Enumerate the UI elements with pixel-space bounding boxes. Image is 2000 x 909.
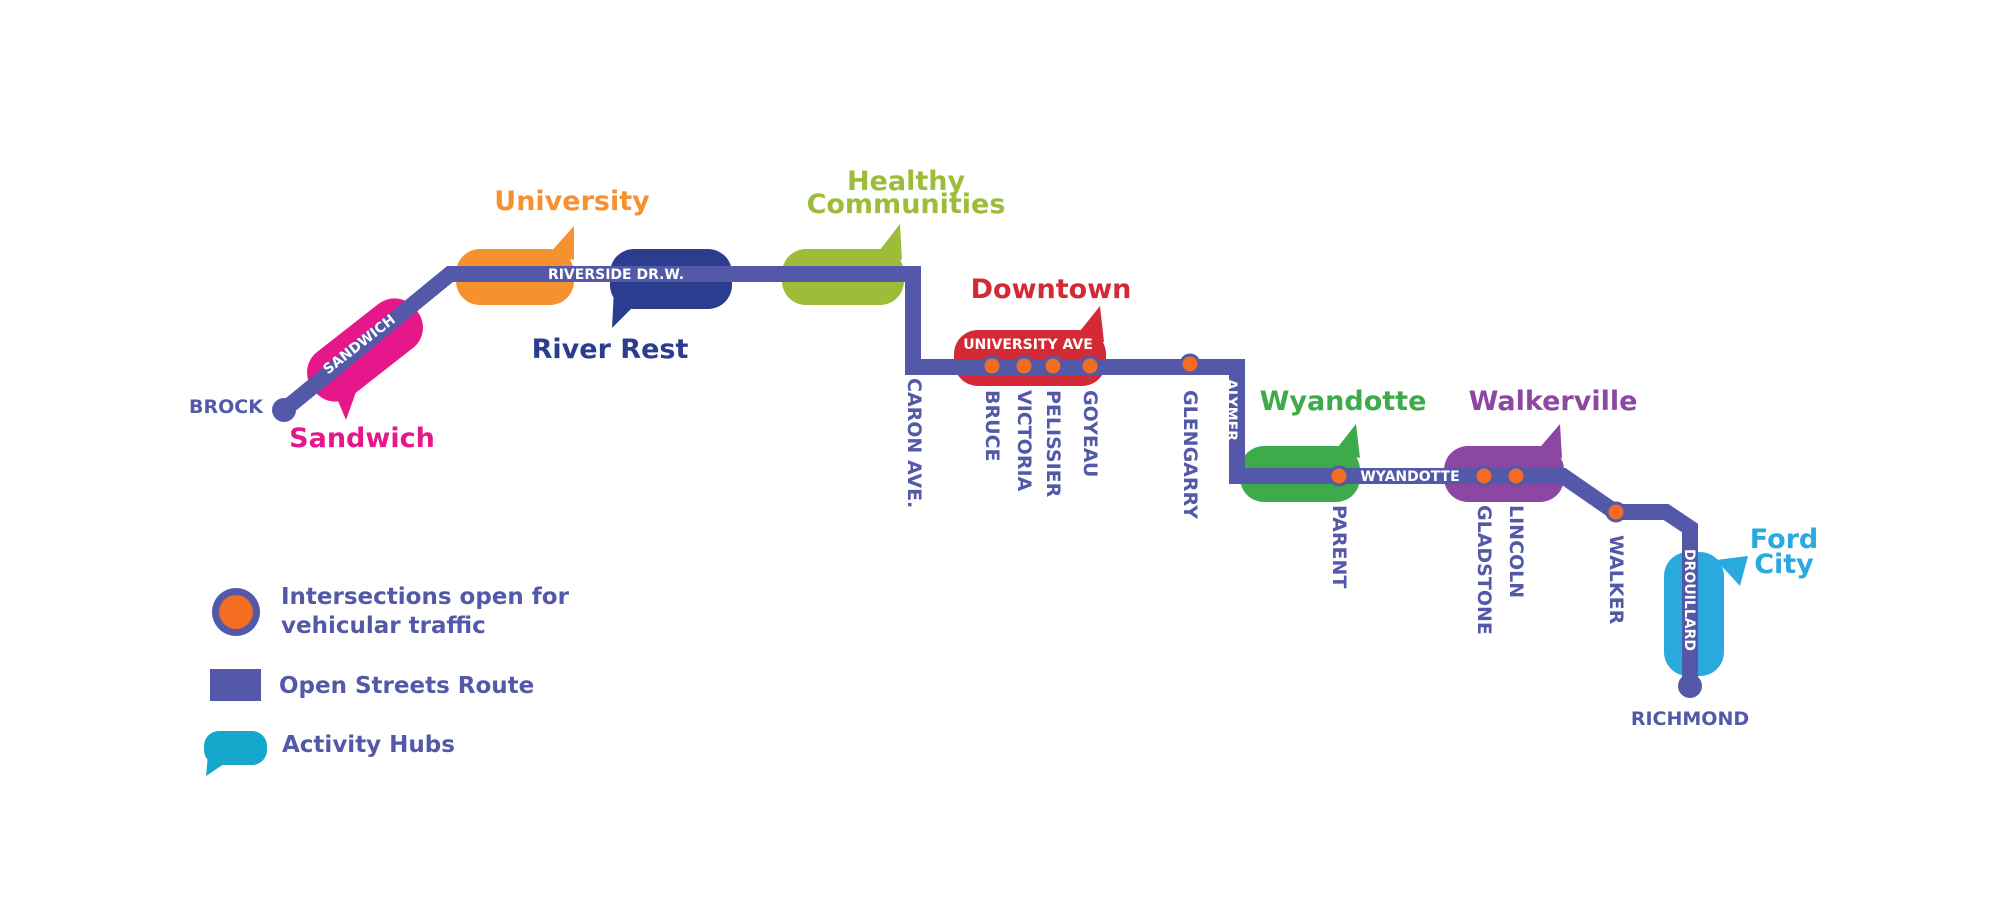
route-label-riverside: RIVERSIDE DR.W. (548, 267, 684, 283)
street-label-pelissier: PELISSIER (1042, 390, 1064, 498)
intersection-glengarry (1179, 353, 1201, 375)
richmond-endpoint (1678, 674, 1702, 698)
route-label-wyandotte: WYANDOTTE (1360, 469, 1459, 485)
hub-title-downtown: Downtown (971, 274, 1132, 305)
intersection-bruce (981, 355, 1003, 377)
hub-title-sandwich: Sandwich (289, 423, 435, 454)
street-label-brock: BROCK (189, 396, 264, 418)
street-label-walker: WALKER (1605, 535, 1627, 625)
hub-title-wyandotte: Wyandotte (1260, 386, 1427, 417)
street-label-richmond: RICHMOND (1631, 708, 1749, 730)
street-label-lincoln: LINCOLN (1505, 505, 1527, 598)
legend-route-icon (210, 669, 261, 701)
river-rest-hub-bubble (610, 249, 732, 328)
university-hub-bubble (456, 226, 574, 305)
intersection-lincoln (1505, 465, 1527, 487)
route-label-drouillard: DROUILLARD (1681, 549, 1697, 651)
intersection-victoria (1013, 355, 1035, 377)
street-label-parent: PARENT (1328, 505, 1350, 588)
street-label-caron: CARON AVE. (903, 378, 925, 508)
healthy-communities-hub-bubble (782, 224, 904, 305)
hub-title-ford-line2: City (1754, 549, 1814, 580)
intersection-parent (1328, 465, 1350, 487)
route-label-alymer: ALYMER (1223, 379, 1239, 441)
open-streets-route-line (278, 266, 1698, 686)
legend-hubs-label: Activity Hubs (282, 732, 455, 758)
hub-title-university: University (494, 186, 650, 217)
intersection-gladstone (1473, 465, 1495, 487)
legend-intersection-icon (212, 588, 260, 636)
hub-title-healthy-line2: Communities (807, 189, 1006, 220)
street-label-gladstone: GLADSTONE (1473, 505, 1495, 635)
legend: Intersections open for vehicular traffic… (204, 584, 570, 776)
hub-title-river-rest: River Rest (532, 334, 689, 365)
route-label-university-ave: UNIVERSITY AVE (963, 337, 1093, 353)
intersection-pelissier (1042, 355, 1064, 377)
street-label-goyeau: GOYEAU (1079, 390, 1101, 477)
legend-hub-icon (204, 731, 267, 776)
ford-city-hub-bubble (1664, 552, 1748, 676)
intersection-walker (1605, 501, 1627, 523)
hub-title-healthy-line1: Healthy (847, 166, 966, 197)
street-label-bruce: BRUCE (981, 390, 1003, 461)
legend-route-label: Open Streets Route (279, 673, 534, 699)
intersection-goyeau (1079, 355, 1101, 377)
street-label-glengarry: GLENGARRY (1179, 390, 1201, 519)
intersection-markers (981, 353, 1627, 523)
legend-intersections-line2: vehicular traffic (281, 613, 486, 639)
brock-endpoint (272, 398, 296, 422)
street-label-victoria: VICTORIA (1013, 390, 1035, 492)
wyandotte-hub-bubble (1240, 424, 1360, 502)
hub-title-walkerville: Walkerville (1469, 386, 1638, 417)
hub-title-ford-line1: Ford (1750, 524, 1819, 555)
legend-intersections-line1: Intersections open for (281, 584, 570, 610)
walkerville-hub-bubble (1444, 424, 1564, 502)
